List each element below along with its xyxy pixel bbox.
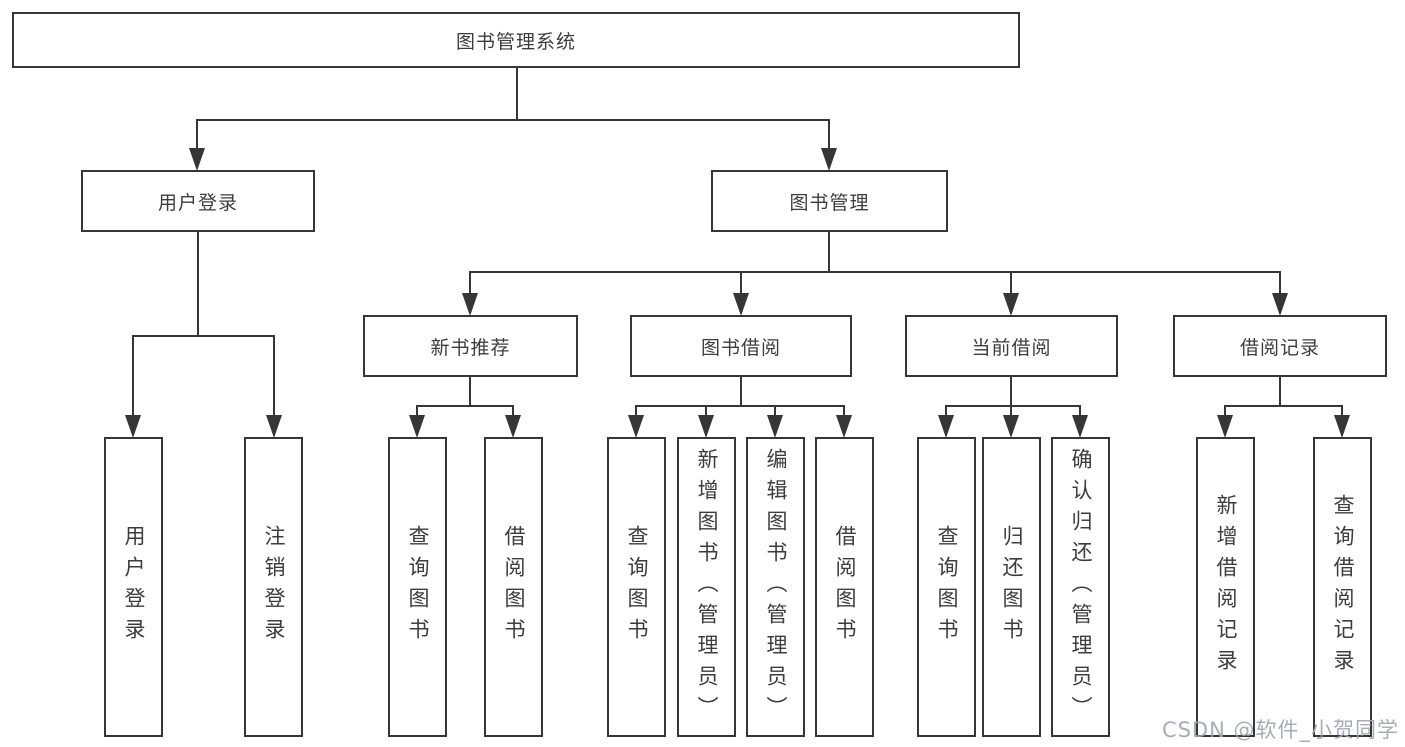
leaf-label: 新增图书（管理员） [695,447,719,727]
leaf-label: 借阅图书 [833,525,857,649]
node-leaf-query-borrow-record: 查询借阅记录 [1313,437,1372,737]
node-book-borrow: 图书借阅 [630,315,852,377]
node-leaf-borrow-books-recommend: 借阅图书 [484,437,543,737]
user-login-children-connector [132,232,275,435]
node-root-book-management-system: 图书管理系统 [12,12,1020,68]
root-to-level2-connector [196,68,830,168]
leaf-label: 查询图书 [625,525,649,649]
node-leaf-return-books: 归还图书 [982,437,1041,737]
arrowheads [125,148,1350,438]
node-leaf-query-books-recommend: 查询图书 [388,437,447,737]
new-book-recommend-children-connector [416,377,514,435]
node-leaf-query-books-borrow: 查询图书 [607,437,666,737]
leaf-label: 编辑图书（管理员） [764,447,788,727]
borrow-records-children-connector [1224,377,1343,435]
leaf-label: 查询借阅记录 [1331,494,1355,680]
node-book-management: 图书管理 [711,170,948,232]
node-leaf-add-book-admin: 新增图书（管理员） [677,437,736,737]
node-leaf-borrow-books: 借阅图书 [815,437,874,737]
node-leaf-confirm-return-admin: 确认归还（管理员） [1051,437,1110,737]
node-leaf-edit-book-admin: 编辑图书（管理员） [746,437,805,737]
node-leaf-query-books-current: 查询图书 [917,437,976,737]
node-current-borrow: 当前借阅 [905,315,1118,377]
node-borrow-records: 借阅记录 [1173,315,1387,377]
node-user-login: 用户登录 [81,170,315,232]
leaf-label: 查询图书 [935,525,959,649]
leaf-label: 注销登录 [262,525,286,649]
leaf-label: 确认归还（管理员） [1069,447,1093,727]
leaf-label: 用户登录 [122,525,146,649]
node-leaf-add-borrow-record: 新增借阅记录 [1196,437,1255,737]
leaf-label: 借阅图书 [502,525,526,649]
leaf-label: 归还图书 [1000,525,1024,649]
leaf-label: 新增借阅记录 [1214,494,1238,680]
node-leaf-logout: 注销登录 [244,437,303,737]
node-new-book-recommend: 新书推荐 [363,315,578,377]
watermark: CSDN @软件_小贺同学 [1161,718,1399,742]
book-borrow-children-connector [635,377,845,435]
node-leaf-user-login: 用户登录 [104,437,163,737]
leaf-label: 查询图书 [406,525,430,649]
book-management-children-connector [469,232,1281,313]
